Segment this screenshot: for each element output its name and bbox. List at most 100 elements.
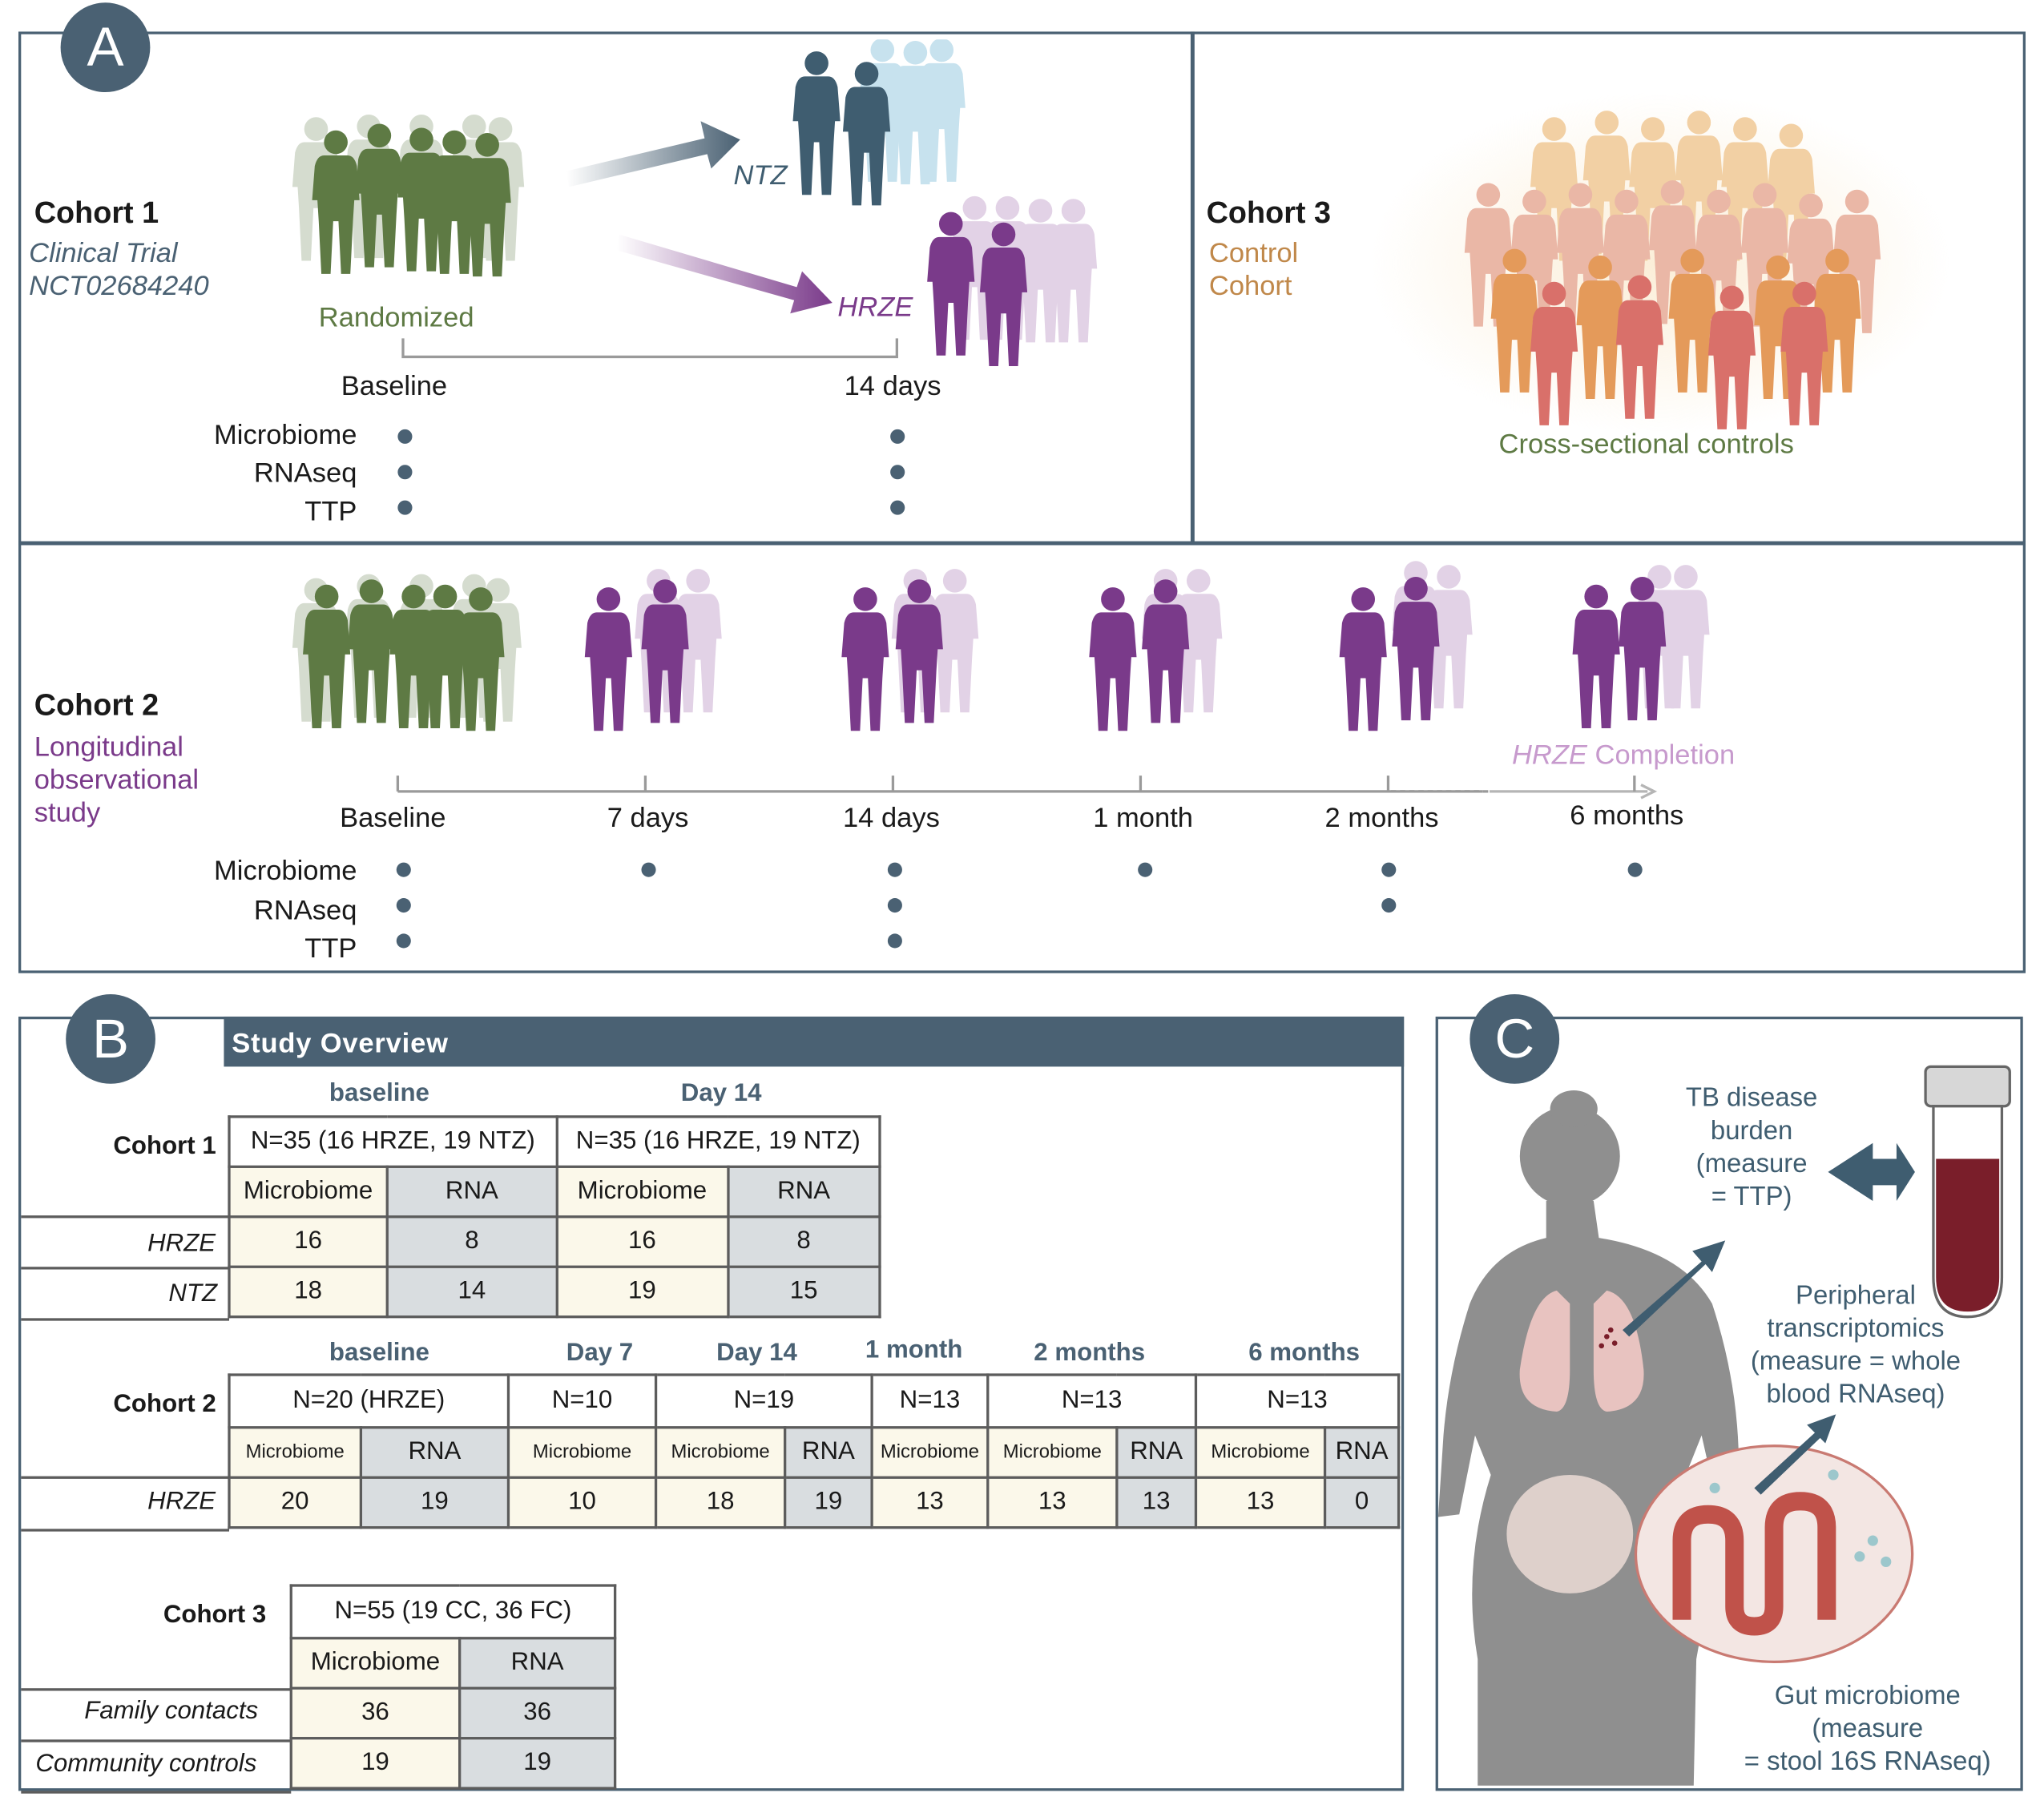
c2-rna: RNA [359,1426,510,1479]
c2-rna: RNA [1115,1426,1198,1479]
c1-dot [890,500,905,515]
c1-rna: RNA [385,1165,558,1219]
cohort2-timeline [396,776,1658,800]
panel-a-badge: A [60,2,151,93]
c2-tp-1month: 1 month [1093,803,1194,834]
panel-a-bottom [18,541,2026,973]
c2-tp-7days: 7 days [607,803,689,834]
cohort1-title: Cohort 1 [34,195,159,230]
c2-dot [1627,862,1643,877]
c2-tp-6months: 6 months [1570,800,1684,832]
c2-cell: 19 [359,1476,510,1529]
cohort1-timeline [401,338,899,359]
c2-cell: 19 [784,1476,873,1529]
c2-h: 6 months [1248,1339,1361,1368]
c1-cell: 14 [385,1265,558,1319]
c1-dot [397,500,413,515]
c1-label: Cohort 1 [113,1132,216,1161]
cohort3-title: Cohort 3 [1206,195,1332,230]
c1-row-rnaseq: RNAseq [253,458,357,489]
c1-row-microbiome: Microbiome [214,420,357,451]
c1-row-hrze: HRZE [147,1230,216,1258]
c2-cell: 18 [654,1476,787,1529]
cohort2-title: Cohort 2 [34,687,159,722]
c2-row-rnaseq: RNAseq [253,895,357,926]
c2-n: N=19 [654,1373,873,1429]
cohort2-sub2: observational [34,764,200,796]
c2-dot [887,898,902,913]
cohort1-sub1: Clinical Trial [29,238,178,269]
c3-cell: 36 [458,1686,617,1740]
c2-microbiome: Microbiome [870,1426,990,1479]
c2-h: Day 14 [716,1339,797,1368]
cohort3-sub1: Control [1208,238,1299,269]
c1-n-d14: N=35 (16 HRZE, 19 NTZ) [554,1115,881,1168]
peripheral-line: (measure = whole [1750,1347,1961,1376]
c2-dot [396,933,411,949]
ntz-label: NTZ [733,160,788,191]
c2-dot [396,898,411,913]
gut-line: Gut microbiome [1774,1682,1961,1711]
cohort3-table: N=55 (19 CC, 36 FC) Microbiome RNA 36 36… [289,1584,617,1790]
c2-label: Cohort 2 [113,1390,216,1419]
hrze-completion-label: HRZE Completion [1512,740,1735,772]
cohort3-caption: Cross-sectional controls [1498,429,1794,460]
hrze-completion-word: Completion [1594,739,1736,771]
cohort2-table: N=20 (HRZE) N=10 N=19 N=13 N=13 N=13 Mic… [228,1373,1401,1529]
panel-c [1435,1016,2023,1791]
cohort2-sub3: study [34,798,101,828]
c3-cell: 19 [458,1737,617,1790]
c2-row-microbiome: Microbiome [214,856,357,887]
c1-microbiome: Microbiome [228,1165,389,1219]
c2-h: 2 months [1034,1339,1146,1368]
c1-n-base: N=35 (16 HRZE, 19 NTZ) [228,1115,558,1168]
c1-cell: 19 [554,1265,729,1319]
c1-cell: 16 [228,1215,389,1268]
c2-dot [1138,862,1153,877]
c2-tp-baseline: Baseline [340,803,446,834]
tb-burden-text: TB disease burden (measure = TTP) [1653,1082,1851,1214]
c2-cell: 0 [1323,1476,1401,1529]
c3-row-lines [21,1688,292,1794]
c2-dot [887,862,902,877]
peripheral-line: transcriptomics [1767,1314,1945,1344]
study-overview-header: Study Overview [224,1016,1405,1067]
c1-h-baseline: baseline [329,1079,429,1108]
c2-row-lines [21,1476,230,1532]
c2-dot [1381,862,1397,877]
cohort2-illustration [292,561,1710,731]
c2-dot [887,933,902,949]
c1-tp-14days: 14 days [844,371,941,402]
hrze-completion-hrze: HRZE [1511,739,1587,771]
c2-n: N=13 [1194,1373,1401,1429]
c1-row-lines [21,1215,230,1321]
c1-cell: 8 [726,1215,881,1268]
cohort1-sub2: NCT02684240 [29,271,209,302]
c3-rna: RNA [458,1637,617,1690]
c3-label: Cohort 3 [163,1601,267,1630]
c3-microbiome: Microbiome [289,1637,462,1690]
c2-row-hrze: HRZE [147,1488,216,1516]
cohort3-sub2: Cohort [1208,271,1292,302]
c2-dot [396,862,411,877]
c2-cell: 10 [506,1476,658,1529]
c2-cell: 13 [870,1476,990,1529]
peripheral-line: blood RNAseq) [1766,1380,1945,1409]
gut-line: = stool 16S RNAseq) [1744,1747,1991,1777]
c1-microbiome: Microbiome [554,1165,729,1219]
panel-c-badge: C [1470,993,1560,1084]
cohort1-table: N=35 (16 HRZE, 19 NTZ) N=35 (16 HRZE, 19… [228,1115,881,1319]
c2-dot [641,862,656,877]
c2-h: 1 month [865,1336,963,1364]
gut-line: (measure [1812,1714,1924,1744]
c2-rna: RNA [1323,1426,1401,1479]
c2-microbiome: Microbiome [654,1426,787,1479]
c2-n: N=20 (HRZE) [228,1373,510,1429]
c3-cell: 19 [289,1737,462,1790]
c1-cell: 15 [726,1265,881,1319]
c2-rna: RNA [784,1426,873,1479]
c1-row-ntz: NTZ [168,1279,218,1308]
gut-text: Gut microbiome (measure = stool 16S RNAs… [1715,1680,2020,1779]
tb-line: (measure [1695,1149,1808,1179]
c1-cell: 8 [385,1215,558,1268]
